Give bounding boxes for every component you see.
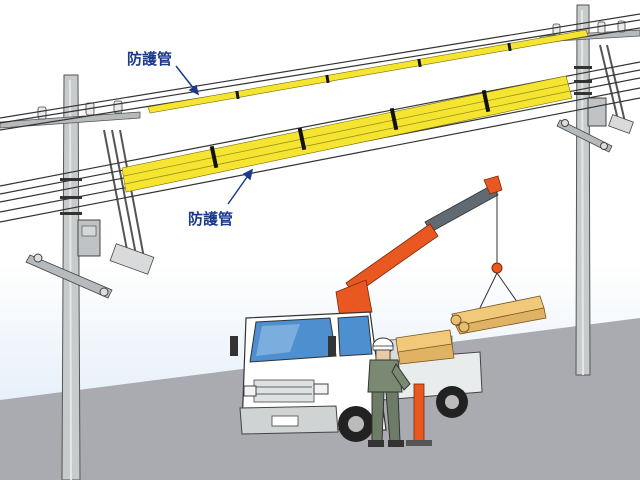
protection-tube-upper xyxy=(147,29,589,114)
protection-tube-label-upper: 防護管 xyxy=(127,50,173,68)
protection-tube-lower xyxy=(121,75,573,193)
callout-arrow-upper xyxy=(175,65,200,96)
crane-boom xyxy=(335,175,521,319)
crane-truck xyxy=(230,311,483,446)
callout-arrow-lower xyxy=(227,168,254,205)
protection-tube-label-lower: 防護管 xyxy=(188,210,234,228)
lumber-load-suspended xyxy=(450,295,547,335)
worker xyxy=(367,337,411,447)
